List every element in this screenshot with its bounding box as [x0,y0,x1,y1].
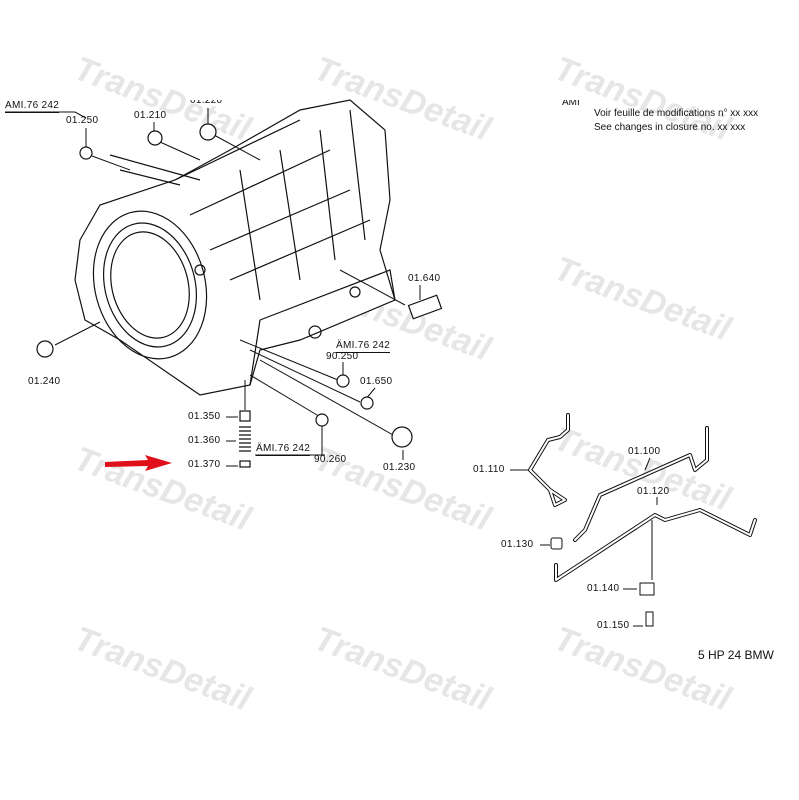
part-label: 01.220 [190,95,223,106]
gasket-01-640 [407,294,443,320]
note-english: See changes in closure no. xx xxx [594,122,746,133]
part-label: 01.130 [501,539,534,550]
part-label: 01.230 [383,462,416,473]
plug-01-230 [391,426,413,448]
part-label: 90.250 [326,351,359,362]
bolt-01-150 [645,611,654,627]
plug-01-250 [79,146,93,160]
fitting-01-130 [550,537,563,550]
part-label: 01.360 [188,435,221,446]
pipes [528,413,757,582]
pipe-01-120 [554,508,757,582]
red-arrow-icon [105,455,172,471]
transmission-housing [74,99,396,396]
model-label: 5 HP 24 BMW [698,648,774,662]
part-label: 01.110 [473,464,505,475]
part-label: 01.150 [597,620,630,631]
seal-90-250 [336,374,350,388]
spring-01-360 [239,426,251,452]
part-label: 01.140 [587,583,620,594]
seal-90-260 [315,413,329,427]
plug-01-240 [36,340,54,358]
note-french: Voir feuille de modifications n° xx xxx [594,108,759,119]
part-label: 01.210 [134,110,167,121]
part-label: 01.100 [628,446,661,457]
part-label: ÄMI.76 242 [256,443,311,456]
part-label: 01.370 [188,459,221,470]
part-01-350 [239,410,251,422]
part-label: AMI.76 242 [5,100,60,113]
plug-01-220 [199,123,217,141]
plug-01-650 [360,396,374,410]
part-label: 01.250 [66,115,99,126]
small-parts [36,123,443,468]
pipe-leaders [510,457,658,627]
part-label: ÄMI.76 242 [336,340,391,353]
clip-01-140 [639,582,655,596]
plug-01-210 [147,130,163,146]
part-label: 01.240 [28,376,61,387]
part-label: 90.260 [314,454,347,465]
part-label: 01.640 [408,273,441,284]
note-ami-partial: AMI [562,97,580,108]
part-label: 01.650 [360,376,393,387]
part-label: 01.120 [637,486,670,497]
part-01-370 [239,460,251,468]
part-label: 01.350 [188,411,221,422]
